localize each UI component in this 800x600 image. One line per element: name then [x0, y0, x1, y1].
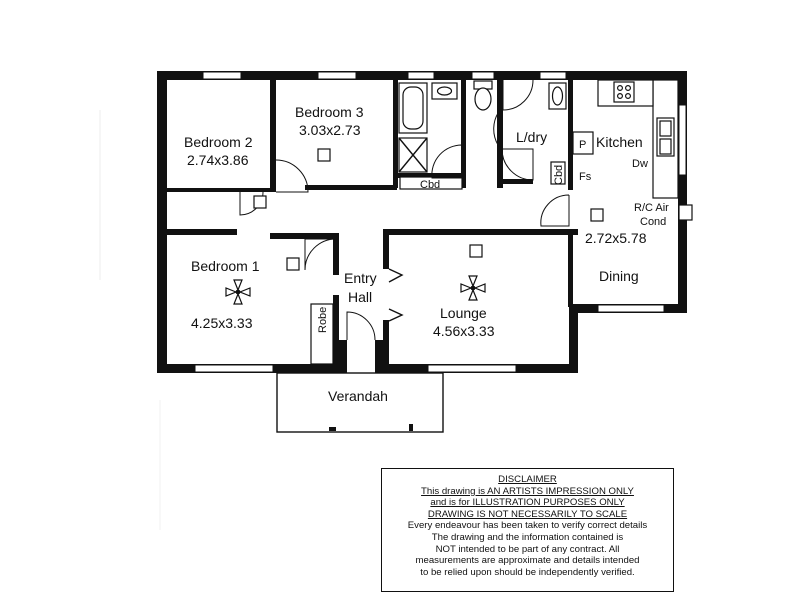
ceiling-fan-icon [460, 275, 486, 301]
bedroom1-name: Bedroom 1 [191, 258, 260, 274]
interior-walls [167, 80, 578, 373]
ceiling-fan-icon [225, 279, 251, 305]
lounge-size: 4.56x3.33 [433, 323, 495, 339]
light-symbols [253, 148, 604, 271]
cbd-hall-label: Cbd [420, 179, 440, 191]
disclaimer-line: The drawing and the information containe… [431, 531, 624, 543]
laundry-name: L/dry [516, 129, 547, 145]
bedroom2-size: 2.74x3.86 [187, 152, 249, 168]
disclaimer-line: Every endeavour has been taken to verify… [407, 520, 648, 532]
dining-name: Dining [599, 268, 639, 284]
disclaimer-line: and is for ILLUSTRATION PURPOSES ONLY [430, 497, 625, 509]
entry-hall-line2: Hall [348, 289, 372, 305]
bedroom3-name: Bedroom 3 [295, 104, 364, 120]
disclaimer-box: DISCLAIMER This drawing is AN ARTISTS IM… [381, 468, 674, 592]
fridge-space-label: Fs [579, 171, 592, 183]
disclaimer-line: measurements are approximate and details… [415, 555, 640, 567]
robe-label: Robe [317, 307, 329, 333]
cbd-laundry-label: Cbd [553, 165, 565, 185]
aircon-label-line2: Cond [640, 216, 666, 228]
pantry-label: P [579, 139, 586, 151]
verandah [276, 372, 444, 433]
dining-size: 2.72x5.78 [585, 230, 647, 246]
bedroom3-size: 3.03x2.73 [299, 122, 361, 138]
disclaimer-line: DRAWING IS NOT NECESSARILY TO SCALE [427, 508, 628, 520]
bathroom-fixtures [398, 80, 567, 173]
bedroom1-size: 4.25x3.33 [191, 315, 253, 331]
aircon-label-line1: R/C Air [634, 202, 669, 214]
disclaimer-title: DISCLAIMER [498, 474, 557, 485]
entry-hall-line1: Entry [344, 270, 377, 286]
verandah-name: Verandah [328, 388, 388, 404]
dishwasher-label: Dw [632, 158, 648, 170]
bedroom2-name: Bedroom 2 [184, 134, 253, 150]
lounge-name: Lounge [440, 305, 487, 321]
disclaimer-line: to be relied upon should be independentl… [420, 566, 635, 578]
disclaimer-line: NOT intended to be part of any contract.… [435, 543, 620, 555]
kitchen-fixtures [550, 79, 693, 221]
cupboards [310, 176, 463, 365]
kitchen-name: Kitchen [596, 134, 643, 150]
disclaimer-line: This drawing is AN ARTISTS IMPRESSION ON… [421, 485, 634, 497]
windows [194, 71, 687, 373]
